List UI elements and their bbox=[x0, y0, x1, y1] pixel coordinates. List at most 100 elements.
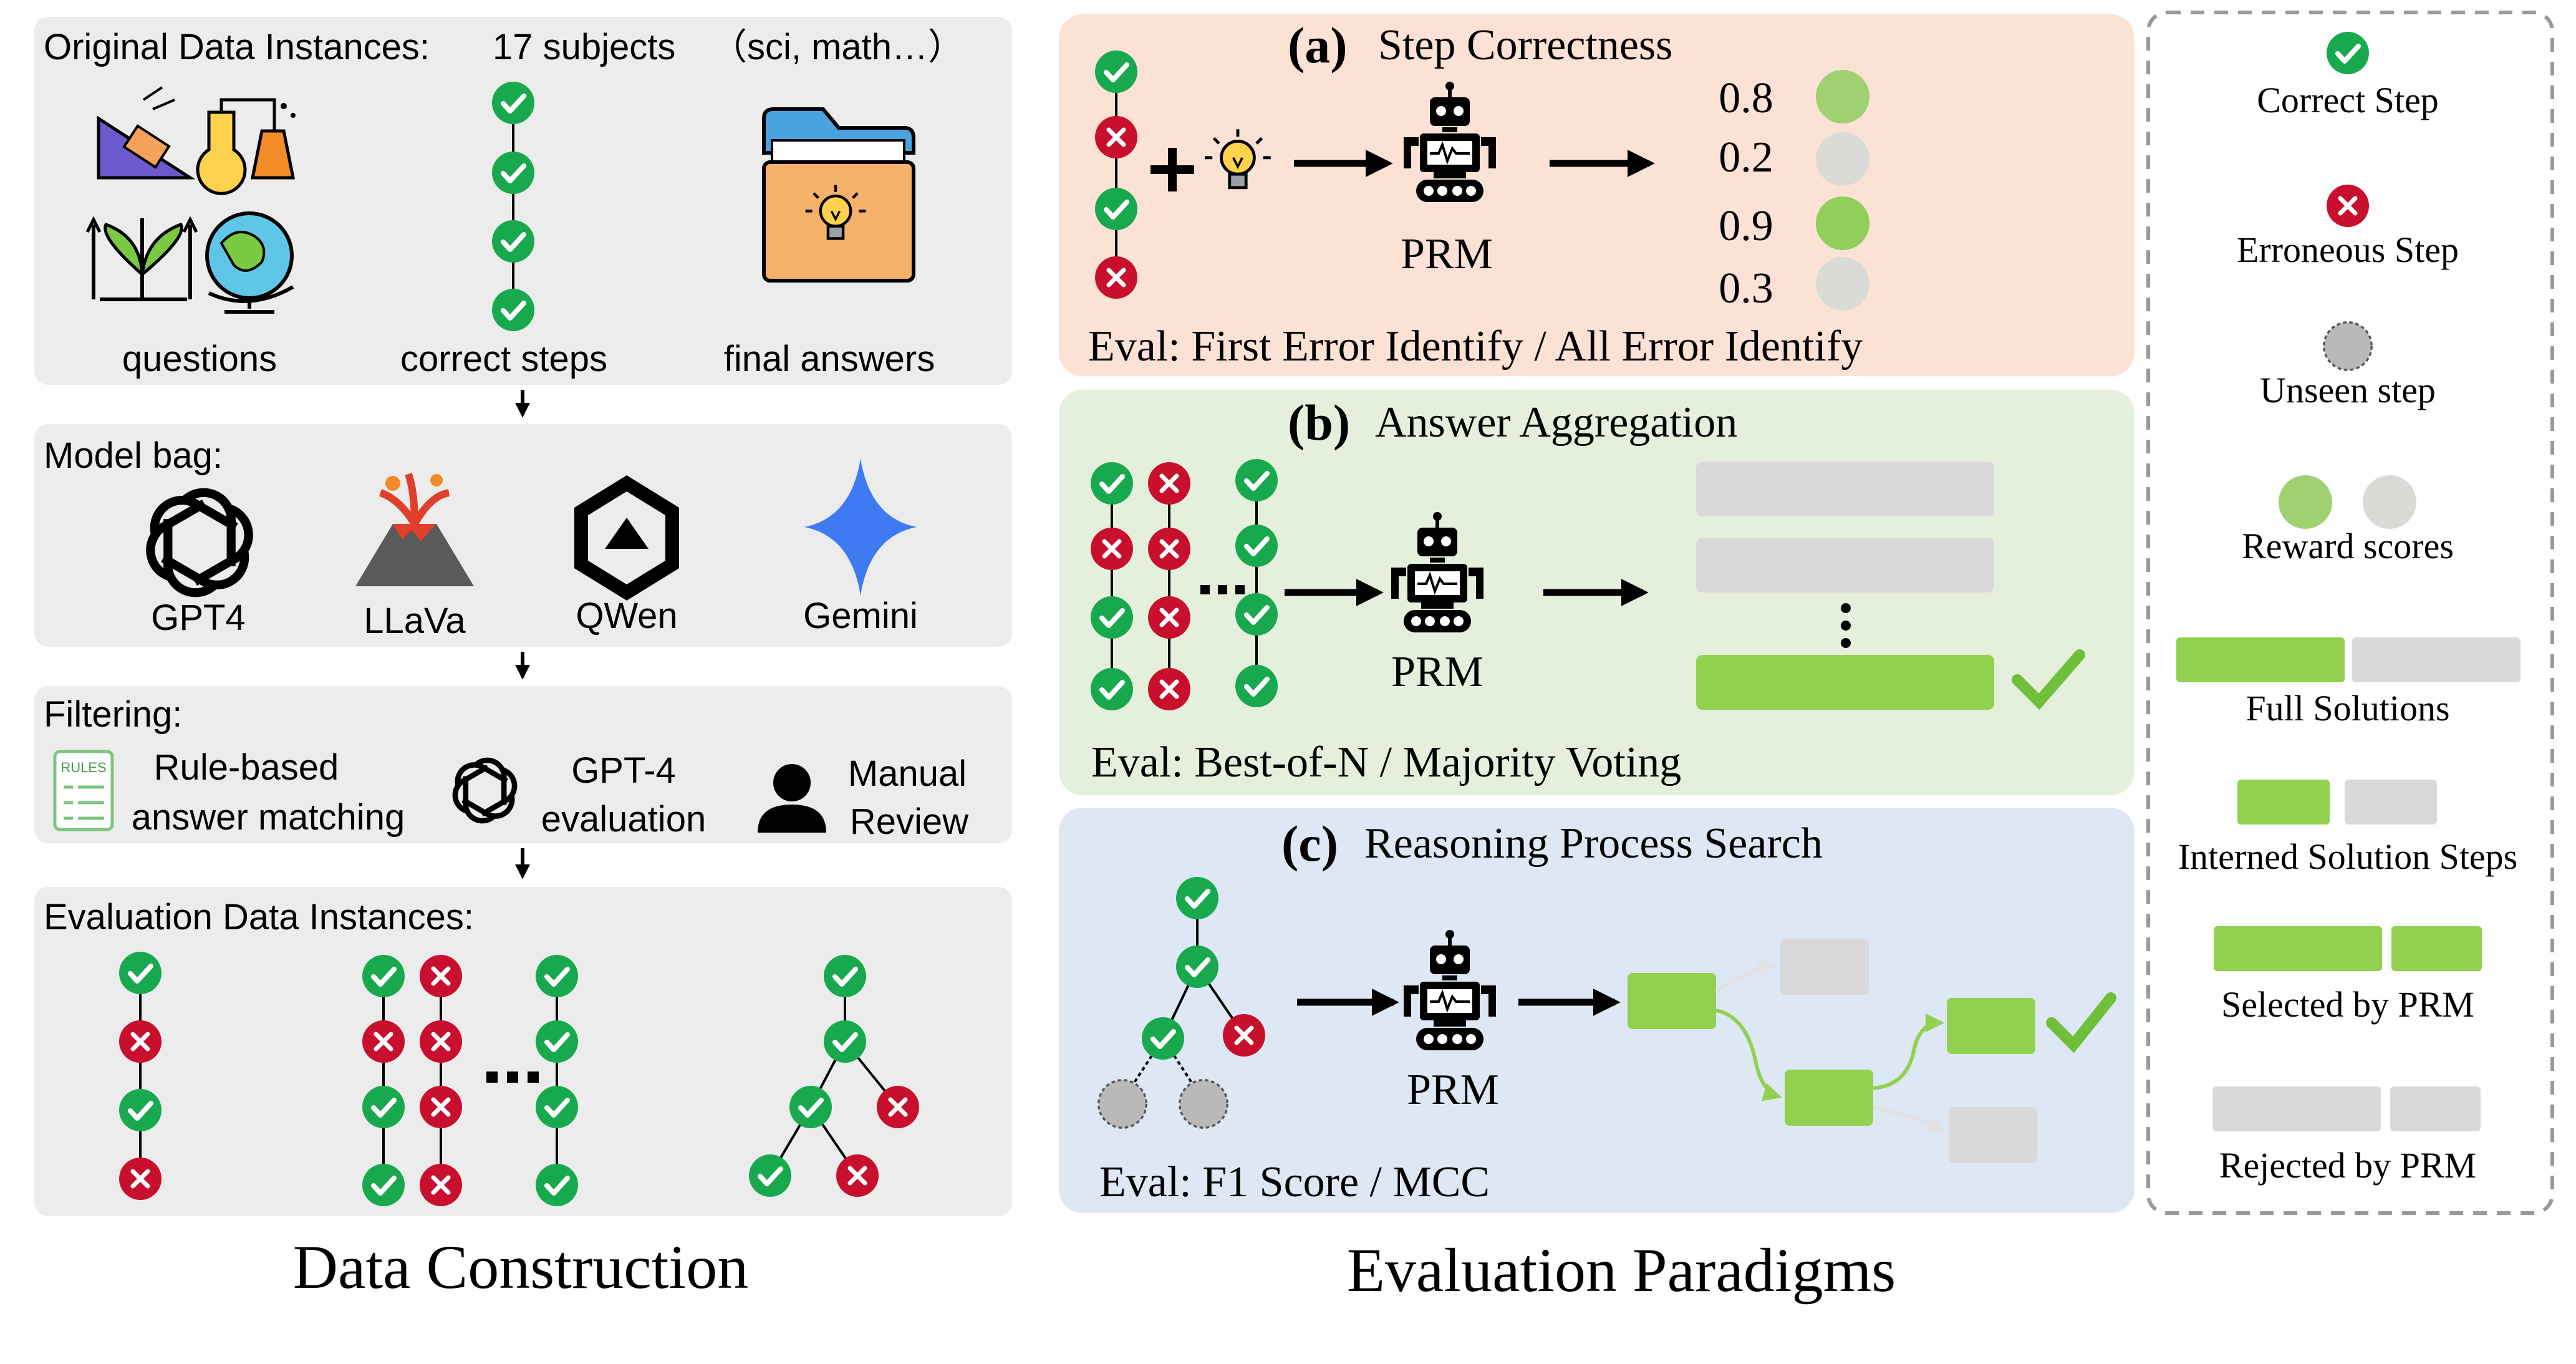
legend-unseen: Unseen step bbox=[2260, 370, 2436, 410]
correct-step-icon bbox=[362, 1164, 405, 1206]
legend-interned: Interned Solution Steps bbox=[2178, 836, 2518, 877]
legend-rejected-long bbox=[2212, 1086, 2381, 1131]
rule-based-line1: Rule-based bbox=[154, 747, 339, 788]
subjects-examples: （sci, math…） bbox=[711, 27, 964, 67]
svg-text:RULES: RULES bbox=[60, 760, 106, 775]
error-step-icon bbox=[836, 1154, 879, 1197]
vertical-ellipsis bbox=[1841, 603, 1851, 648]
reward-dot-green bbox=[2279, 475, 2332, 529]
legend-erroneous: Erroneous Step bbox=[2237, 230, 2459, 270]
legend-selected: Selected by PRM bbox=[2221, 984, 2474, 1025]
reward-score: 0.9 bbox=[1719, 202, 1773, 250]
correct-step-icon bbox=[2327, 32, 2369, 74]
panel-b-eval: Eval: Best-of-N / Majority Voting bbox=[1091, 738, 1681, 786]
reward-score-dot bbox=[1816, 70, 1869, 123]
folder-bulb-icon bbox=[762, 107, 915, 283]
model-gpt4: GPT4 bbox=[151, 597, 246, 638]
legend-border bbox=[2146, 11, 2554, 1215]
selected-solution-bar bbox=[1696, 655, 1994, 710]
prm-label: PRM bbox=[1407, 1066, 1499, 1114]
error-step-icon bbox=[1148, 528, 1190, 570]
error-step-icon bbox=[1148, 462, 1190, 505]
correct-step-icon bbox=[1235, 665, 1278, 707]
filtering-panel bbox=[34, 686, 1012, 843]
correct-step-icon bbox=[119, 1089, 162, 1131]
evaluation-paradigms-title: Evaluation Paradigms bbox=[1347, 1236, 1896, 1305]
correct-steps-label: correct steps bbox=[400, 339, 607, 379]
error-step-icon bbox=[119, 1020, 162, 1063]
reward-score-dot bbox=[1816, 132, 1869, 186]
correct-step-icon bbox=[1095, 188, 1137, 230]
correct-step-icon bbox=[1176, 877, 1218, 919]
error-step-icon bbox=[877, 1086, 919, 1128]
unseen-step-icon bbox=[1097, 1079, 1147, 1129]
gpt4-eval-line1: GPT-4 bbox=[571, 750, 676, 791]
correct-step-icon bbox=[1142, 1017, 1184, 1060]
error-step-icon bbox=[2327, 185, 2369, 227]
error-step-icon bbox=[1091, 528, 1133, 570]
error-step-icon bbox=[1095, 116, 1137, 158]
correct-step-icon bbox=[1091, 462, 1133, 505]
correct-step-icon bbox=[536, 1086, 578, 1128]
error-step-icon bbox=[1223, 1014, 1265, 1057]
legend-correct: Correct Step bbox=[2257, 80, 2439, 120]
panel-a-eval: Eval: First Error Identify / All Error I… bbox=[1088, 322, 1863, 370]
model-bag-label: Model bag: bbox=[44, 435, 223, 476]
model-qwen: QWen bbox=[576, 596, 677, 636]
volcano-icon bbox=[355, 473, 474, 586]
panel-c-eval: Eval: F1 Score / MCC bbox=[1099, 1158, 1490, 1206]
evaluation-paradigms-column: (a) Step Correctness PRM 0.8 0.2 0.9 0.3… bbox=[1059, 14, 2135, 1305]
evaluation-data-label: Evaluation Data Instances: bbox=[44, 897, 474, 937]
legend-interned-gray bbox=[2345, 780, 2437, 825]
biology-icon bbox=[85, 216, 198, 301]
final-answers-label: final answers bbox=[724, 339, 935, 379]
error-step-icon bbox=[362, 1020, 405, 1063]
panel-a-title: Step Correctness bbox=[1378, 21, 1672, 69]
correct-step-icon bbox=[1091, 668, 1133, 710]
correct-step-icon bbox=[492, 289, 534, 331]
error-step-icon bbox=[420, 1164, 462, 1206]
correct-step-icon bbox=[1235, 459, 1278, 501]
solution-tree bbox=[749, 955, 919, 1197]
filtering-label: Filtering: bbox=[44, 694, 182, 735]
correct-step-icon bbox=[119, 952, 162, 994]
search-tree bbox=[1097, 877, 1265, 1129]
panel-a-letter: (a) bbox=[1288, 17, 1348, 74]
correct-step-icon bbox=[1235, 593, 1278, 636]
legend: Correct Step Erroneous Step Unseen step … bbox=[2146, 11, 2554, 1215]
ellipsis-dots bbox=[1200, 585, 1245, 594]
reward-score: 0.3 bbox=[1719, 264, 1773, 312]
reward-score-dot bbox=[1816, 257, 1869, 311]
prm-label: PRM bbox=[1391, 648, 1483, 696]
plus-sign bbox=[1151, 148, 1194, 191]
selected-step-block bbox=[1628, 973, 1716, 1029]
legend-selected-long bbox=[2214, 926, 2382, 971]
geography-icon bbox=[205, 211, 294, 314]
error-step-icon bbox=[119, 1158, 162, 1200]
reward-score-dot bbox=[1816, 196, 1869, 250]
unseen-step-icon bbox=[2323, 321, 2373, 371]
data-construction-column: Original Data Instances: 17 subjects （sc… bbox=[34, 17, 1012, 1302]
error-step-icon bbox=[1095, 256, 1137, 299]
error-step-icon bbox=[420, 1020, 462, 1063]
rule-based-line2: answer matching bbox=[132, 797, 405, 838]
correct-step-icon bbox=[789, 1086, 832, 1128]
panel-b-letter: (b) bbox=[1288, 394, 1350, 451]
rules-doc-icon: RULES bbox=[53, 750, 114, 831]
subjects-count: 17 subjects bbox=[493, 27, 675, 67]
questions-label: questions bbox=[122, 339, 277, 379]
correct-step-icon bbox=[1235, 525, 1278, 567]
legend-rejected: Rejected by PRM bbox=[2219, 1145, 2476, 1186]
error-step-icon bbox=[420, 955, 462, 997]
candidate-solution-bar bbox=[1696, 462, 1994, 516]
gemini-logo-icon bbox=[804, 458, 917, 596]
correct-step-icon bbox=[492, 220, 534, 263]
physics-icon bbox=[97, 86, 196, 180]
gpt4-eval-line2: evaluation bbox=[541, 799, 706, 839]
legend-full: Full Solutions bbox=[2246, 688, 2449, 728]
prm-label: PRM bbox=[1401, 230, 1493, 278]
correct-step-icon bbox=[536, 955, 578, 997]
model-llava: LLaVa bbox=[364, 601, 466, 641]
rejected-step-block bbox=[1780, 939, 1869, 995]
